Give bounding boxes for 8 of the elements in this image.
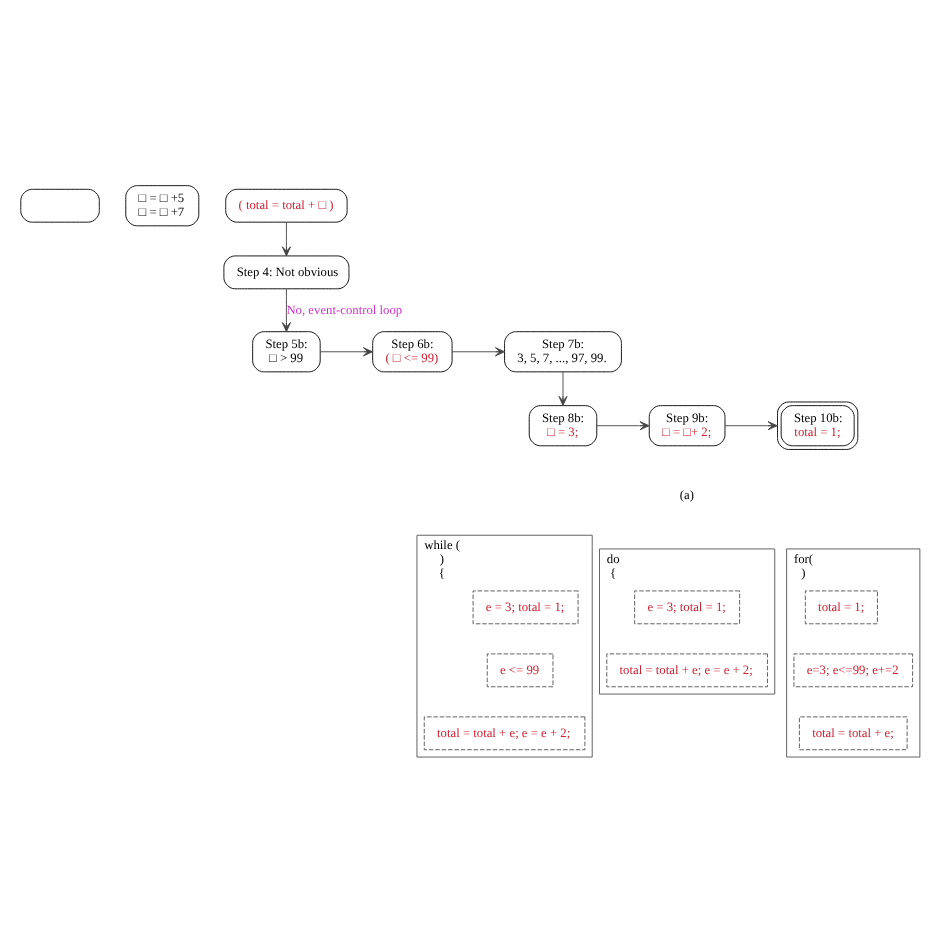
arrow: [281, 287, 291, 332]
arrow: [281, 220, 291, 256]
arrow: [451, 346, 505, 356]
arrow: [724, 420, 778, 430]
arrow: [558, 370, 568, 405]
arrow: [596, 420, 650, 430]
node-box: [20, 187, 100, 222]
arrow: [319, 346, 373, 356]
